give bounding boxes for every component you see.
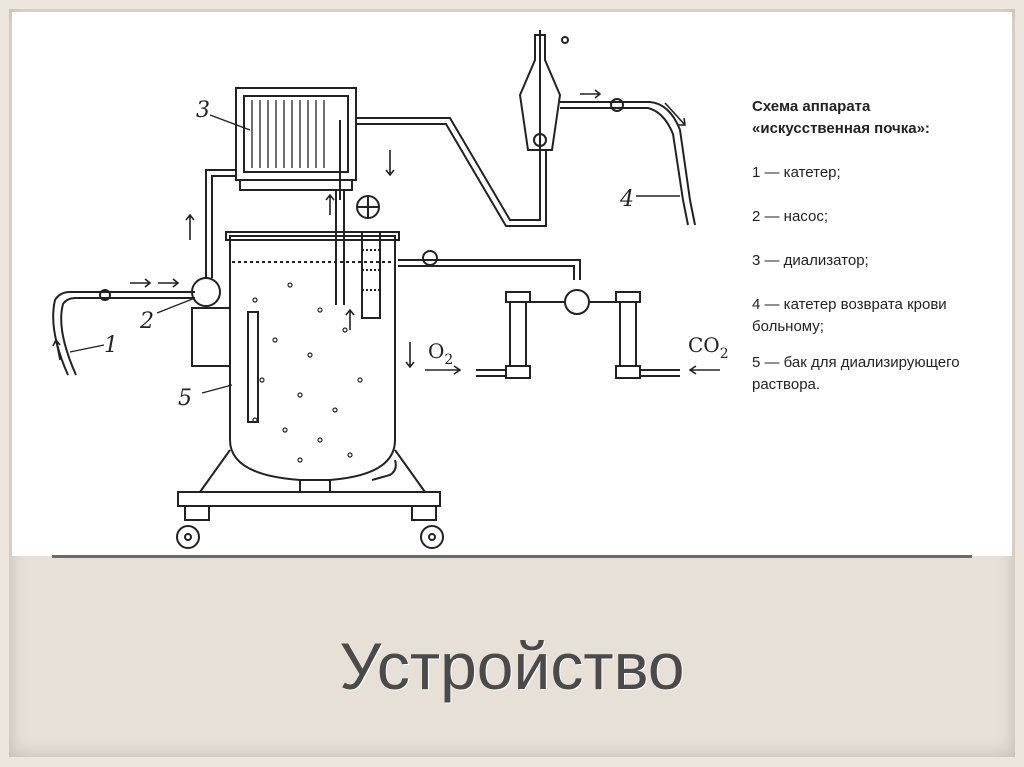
dialysate-circuit xyxy=(335,120,581,481)
legend-item-return-catheter: 4 — катетер возврата крови больному; xyxy=(752,296,947,335)
flow-arrows xyxy=(52,89,720,375)
legend-title-line-1: Схема аппарата xyxy=(752,98,871,115)
cart-stand xyxy=(176,449,444,549)
callout-2: 2 xyxy=(139,309,154,334)
legend-title-line-2: «искусственная почка»: xyxy=(752,120,930,137)
o2-label: O2 xyxy=(428,339,453,368)
co2-label: CO2 xyxy=(688,333,729,362)
legend-title: Схема аппарата «искусственная почка»: xyxy=(752,96,1012,140)
dialyzer xyxy=(235,87,357,191)
slide-title: Устройство xyxy=(339,629,685,703)
outlet-line xyxy=(356,30,696,227)
diagram-legend: Схема аппарата «искусственная почка»: 1 … xyxy=(752,96,1012,410)
callout-1: 1 xyxy=(104,333,118,358)
gas-manifold xyxy=(476,289,680,379)
legend-item-pump: 2 — насос; xyxy=(752,208,828,225)
divider xyxy=(52,555,972,558)
legend-item-catheter: 1 — катетер; xyxy=(752,164,841,181)
legend-item-dialyzer: 3 — диализатор; xyxy=(752,252,869,269)
callout-5: 5 xyxy=(178,386,192,411)
inlet-line xyxy=(52,169,236,376)
callout-leaders xyxy=(69,114,680,394)
callout-3: 3 xyxy=(196,98,210,123)
legend-item-dialysate-tank: 5 — бак для диализирующего раствора. xyxy=(752,354,960,393)
callout-4: 4 xyxy=(619,187,634,212)
diagram-panel xyxy=(12,12,1012,556)
